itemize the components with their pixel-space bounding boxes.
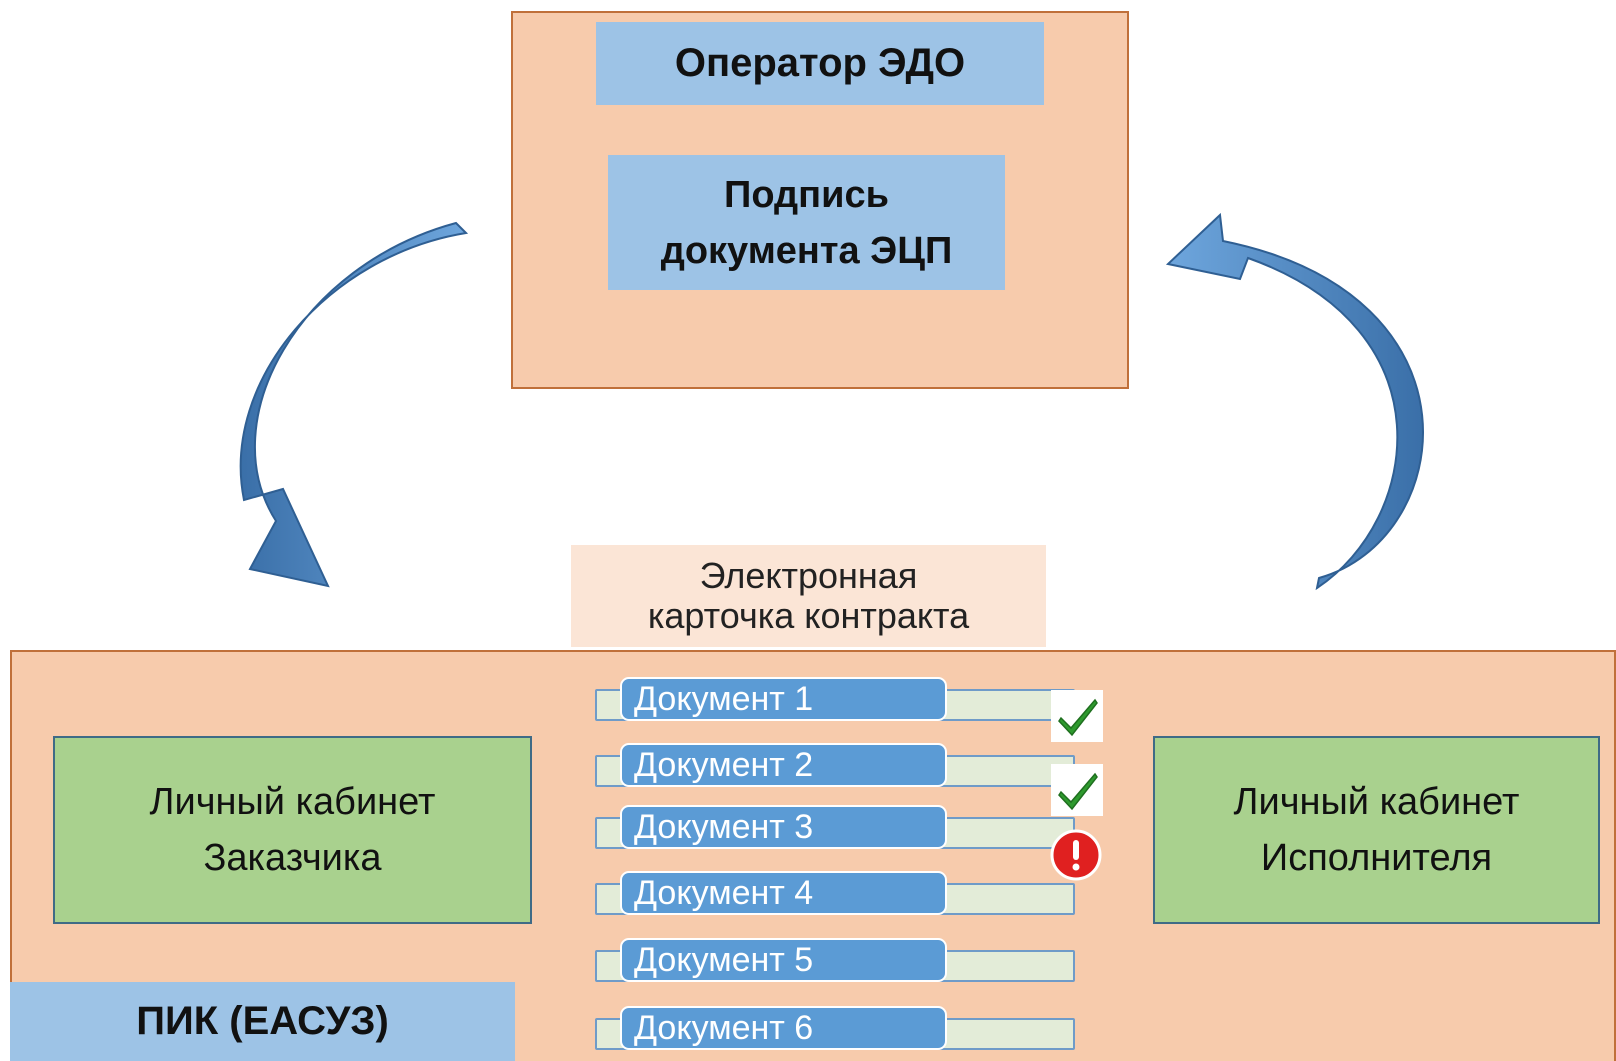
document-label: Документ 2 — [620, 743, 947, 787]
executor-cabinet: Личный кабинет Исполнителя — [1153, 736, 1600, 924]
check-icon — [1051, 690, 1103, 742]
executor-cabinet-line-2: Исполнителя — [1260, 837, 1493, 879]
document-label: Документ 4 — [620, 871, 947, 915]
alert-icon — [1050, 829, 1102, 881]
document-row[interactable]: Документ 5 — [595, 938, 1075, 982]
document-row[interactable]: Документ 1 — [595, 677, 1075, 721]
executor-cabinet-line-1: Личный кабинет — [1233, 781, 1520, 823]
document-row[interactable]: Документ 2 — [595, 743, 1075, 787]
arrow-executor-to-operator — [1165, 212, 1425, 591]
document-row[interactable]: Документ 6 — [595, 1006, 1075, 1050]
document-label: Документ 1 — [620, 677, 947, 721]
operator-title: Оператор ЭДО — [596, 22, 1044, 105]
document-row[interactable]: Документ 3 — [595, 805, 1075, 849]
arrow-operator-to-customer — [239, 221, 469, 588]
contract-card-label: Электронная карточка контракта — [571, 545, 1046, 647]
signature-line-2: документа ЭЦП — [660, 229, 953, 272]
signature-line-1: Подпись — [724, 173, 889, 216]
customer-cabinet-line-2: Заказчика — [203, 837, 382, 879]
card-label-line-2: карточка контракта — [647, 595, 970, 636]
signature-box: Подпись документа ЭЦП — [608, 155, 1005, 290]
customer-cabinet-line-1: Личный кабинет — [149, 781, 436, 823]
customer-cabinet: Личный кабинет Заказчика — [53, 736, 532, 924]
card-label-line-1: Электронная — [699, 555, 918, 596]
document-row[interactable]: Документ 4 — [595, 871, 1075, 915]
document-label: Документ 3 — [620, 805, 947, 849]
document-label: Документ 6 — [620, 1006, 947, 1050]
platform-label: ПИК (ЕАСУЗ) — [10, 982, 515, 1061]
check-icon — [1051, 764, 1103, 816]
document-label: Документ 5 — [620, 938, 947, 982]
